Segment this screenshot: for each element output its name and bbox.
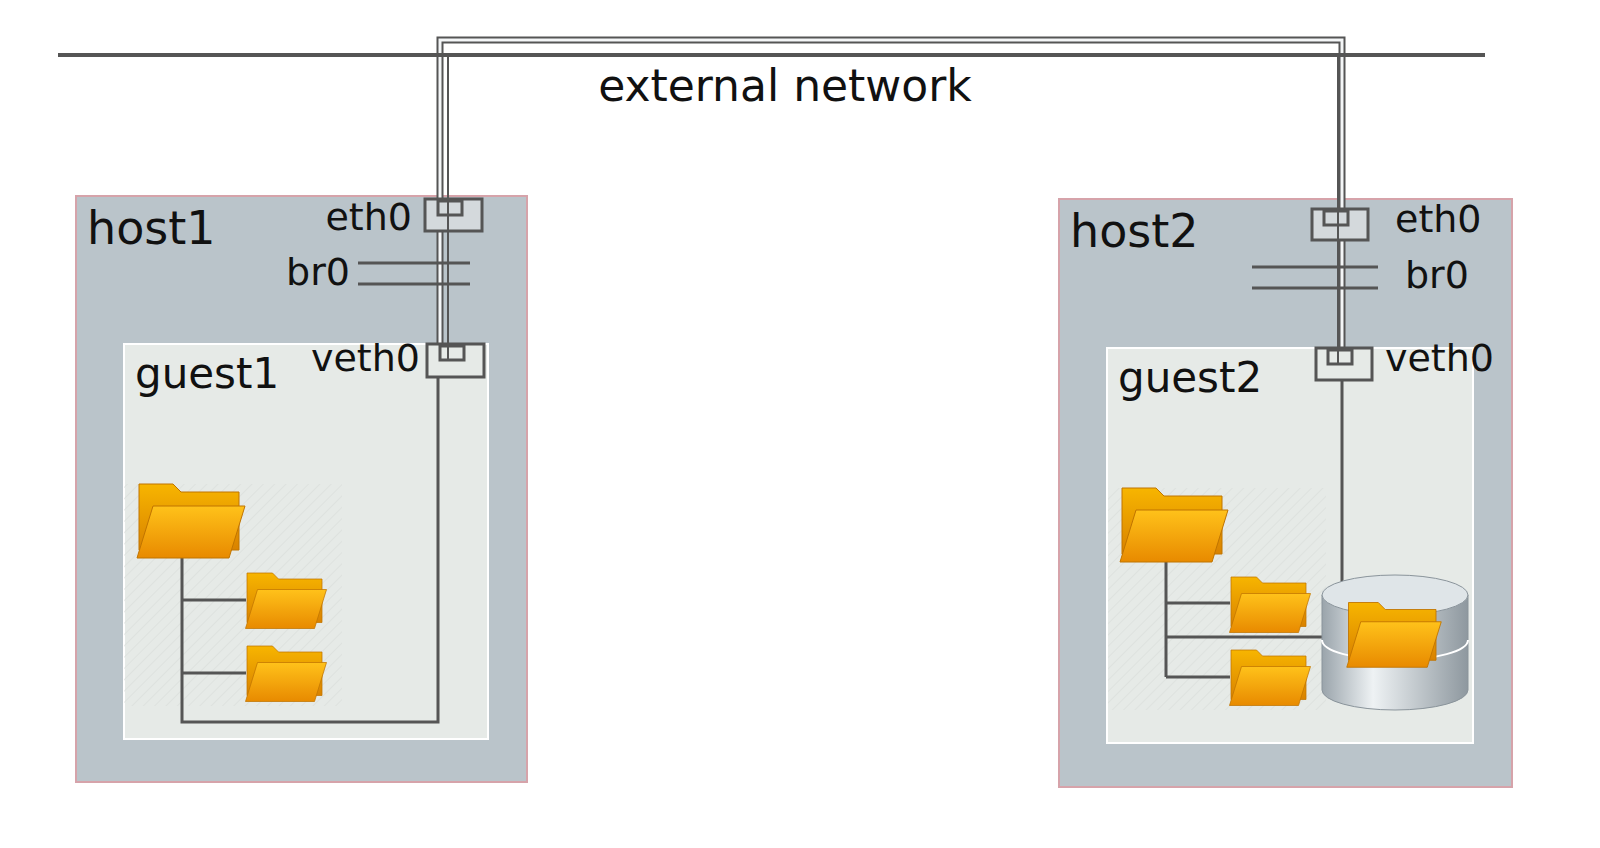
network-label: external network [598, 62, 972, 110]
network-link [440, 40, 1342, 347]
node-title: host2 [1070, 206, 1199, 257]
node-title: guest1 [135, 351, 279, 397]
guest-box: guest1 [123, 343, 489, 740]
bridge-label: br0 [1405, 255, 1469, 297]
interface-label: veth0 [1385, 338, 1494, 380]
node-title: host1 [87, 203, 216, 254]
guest-box: guest2 [1106, 347, 1474, 744]
bridge-label: br0 [286, 252, 350, 294]
node-title: guest2 [1118, 355, 1262, 401]
interface-label: eth0 [325, 197, 412, 239]
interface-label: eth0 [1395, 199, 1482, 241]
interface-label: veth0 [311, 338, 420, 380]
